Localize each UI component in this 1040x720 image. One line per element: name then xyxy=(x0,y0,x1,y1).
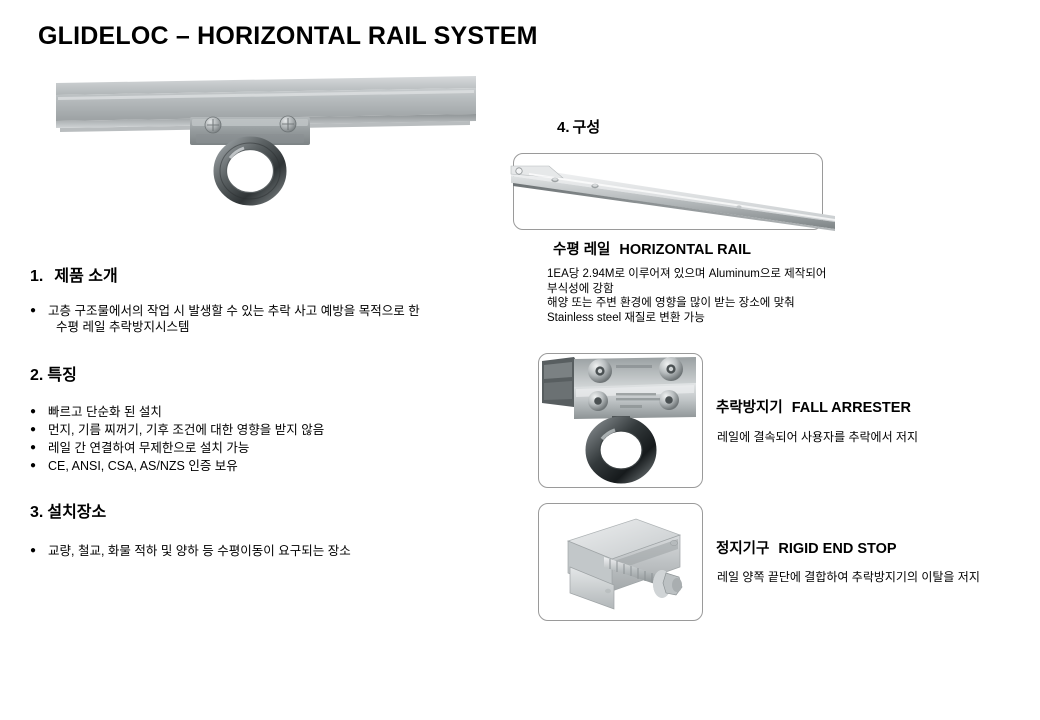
section-3-title: 설치장소 xyxy=(47,504,107,521)
list-item: 고층 구조물에서의 작업 시 발생할 수 있는 추락 사고 예방을 목적으로 한… xyxy=(30,303,500,335)
fall-arrester-icon xyxy=(540,355,701,486)
list-item: 교량, 철교, 화물 적하 및 양하 등 수평이동이 요구되는 장소 xyxy=(30,543,500,559)
section-2-title: 특징 xyxy=(47,367,77,384)
section-1-heading: 1. 제품 소개 xyxy=(30,262,500,286)
section-2-bullet-list: 빠르고 단순화 된 설치 먼지, 기름 찌꺼기, 기후 조건에 대한 영향을 받… xyxy=(30,404,500,474)
bullet-text: 먼지, 기름 찌꺼기, 기후 조건에 대한 영향을 받지 않음 xyxy=(48,423,325,437)
horizontal-rail-name-en: HORIZONTAL RAIL xyxy=(619,242,751,258)
bullet-text-line1: 고층 구조물에서의 작업 시 발생할 수 있는 추락 사고 예방을 목적으로 한 xyxy=(48,304,420,318)
hero-rail-assembly-image xyxy=(50,70,482,255)
section-3-heading: 3.설치장소 xyxy=(30,498,500,522)
horizontal-rail-icon xyxy=(510,165,835,231)
section-2-number: 2. xyxy=(30,367,44,384)
list-item: CE, ANSI, CSA, AS/NZS 인증 보유 xyxy=(30,458,500,474)
section-1-bullet-list: 고층 구조물에서의 작업 시 발생할 수 있는 추락 사고 예방을 목적으로 한… xyxy=(30,303,500,335)
list-item: 레일 간 연결하여 무제한으로 설치 가능 xyxy=(30,440,500,456)
section-4-heading: 4.구성 xyxy=(557,116,600,137)
horizontal-rail-photo xyxy=(507,154,837,232)
rigid-end-stop-icon xyxy=(540,505,701,619)
bullet-text-line2: 수평 레일 추락방지시스템 xyxy=(56,320,190,334)
bullet-text: CE, ANSI, CSA, AS/NZS 인증 보유 xyxy=(48,459,238,473)
section-3-number: 3. xyxy=(30,504,44,521)
horizontal-rail-description: 1EA당 2.94M로 이루어져 있으며 Aluminum으로 제작되어 부식성… xyxy=(547,267,827,325)
rigid-end-stop-name-en: RIGID END STOP xyxy=(778,541,897,557)
fall-arrester-title: 추락방지기 FALL ARRESTER xyxy=(716,396,911,417)
list-item: 빠르고 단순화 된 설치 xyxy=(30,404,500,420)
desc-line: Stainless steel 재질로 변환 가능 xyxy=(547,311,705,324)
horizontal-rail-with-fall-arrester-icon xyxy=(56,76,476,206)
horizontal-rail-title: 수평 레일 HORIZONTAL RAIL xyxy=(553,238,751,259)
desc-line: 부식성에 강함 xyxy=(547,282,614,295)
fall-arrester-name-ko: 추락방지기 xyxy=(716,400,783,416)
section-4-number: 4. xyxy=(557,119,570,136)
rigid-end-stop-name-ko: 정지기구 xyxy=(716,541,770,557)
bullet-text: 교량, 철교, 화물 적하 및 양하 등 수평이동이 요구되는 장소 xyxy=(48,544,351,558)
right-content-column: 4.구성 xyxy=(505,110,1040,630)
horizontal-rail-name-ko: 수평 레일 xyxy=(553,242,611,258)
rigid-end-stop-title: 정지기구 RIGID END STOP xyxy=(716,537,897,558)
section-1-number: 1. xyxy=(30,268,44,285)
bullet-text: 빠르고 단순화 된 설치 xyxy=(48,405,162,419)
desc-line: 1EA당 2.94M로 이루어져 있으며 Aluminum으로 제작되어 xyxy=(547,268,827,280)
rigid-end-stop-photo xyxy=(540,505,701,619)
page-title: GLIDELOC – HORIZONTAL RAIL SYSTEM xyxy=(38,22,538,50)
section-2-heading: 2.특징 xyxy=(30,361,500,385)
bullet-text: 레일 간 연결하여 무제한으로 설치 가능 xyxy=(48,441,250,455)
rigid-end-stop-description: 레일 양쪽 끝단에 결합하여 추락방지기의 이탈을 저지 xyxy=(717,570,980,584)
section-4-title: 구성 xyxy=(572,119,601,136)
desc-line: 해양 또는 주변 환경에 영향을 많이 받는 장소에 맞춰 xyxy=(547,297,795,309)
list-item: 먼지, 기름 찌꺼기, 기후 조건에 대한 영향을 받지 않음 xyxy=(30,422,500,438)
section-3-bullet-list: 교량, 철교, 화물 적하 및 양하 등 수평이동이 요구되는 장소 xyxy=(30,543,500,559)
fall-arrester-description: 레일에 결속되어 사용자를 추락에서 저지 xyxy=(717,430,919,444)
fall-arrester-name-en: FALL ARRESTER xyxy=(791,400,911,416)
fall-arrester-photo xyxy=(540,355,701,486)
section-1-title: 제품 소개 xyxy=(54,268,118,285)
left-content-column: 1. 제품 소개 고층 구조물에서의 작업 시 발생할 수 있는 추락 사고 예방… xyxy=(30,262,500,559)
